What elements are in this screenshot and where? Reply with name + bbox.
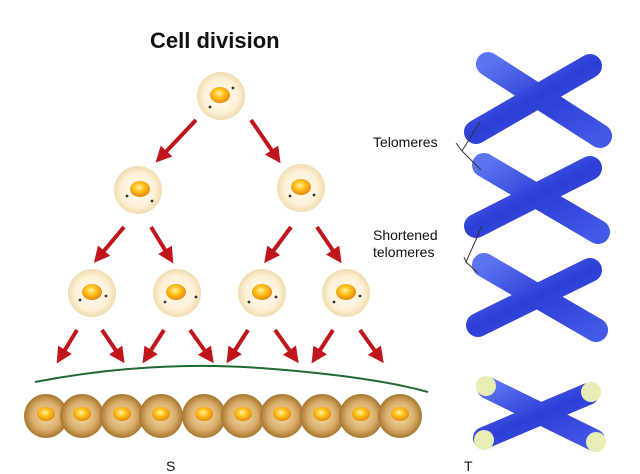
cell-gen1 xyxy=(197,72,245,120)
cutoff-caption-left: S xyxy=(166,458,176,474)
cell-gen3 xyxy=(68,269,116,317)
cell-gen3 xyxy=(153,269,201,317)
shortened-label-line1: Shortened xyxy=(373,227,438,243)
senescent-cell xyxy=(378,394,422,438)
telomere-tip xyxy=(476,376,496,396)
senescent-cell xyxy=(60,394,104,438)
senescent-cell xyxy=(182,394,226,438)
chromosome-2 xyxy=(464,153,610,244)
shortened-telomeres-label: Shortened telomeres xyxy=(373,227,438,261)
senescent-cell xyxy=(24,394,68,438)
senescent-cell xyxy=(100,394,144,438)
arrow xyxy=(315,225,342,264)
senescent-cell xyxy=(339,394,383,438)
telomeres-label: Telomeres xyxy=(373,134,438,150)
chromosome-4 xyxy=(473,376,606,452)
arrow xyxy=(273,328,299,364)
shortened-label-line2: telomeres xyxy=(373,244,435,260)
shortened-leader xyxy=(463,225,483,274)
arrow xyxy=(100,328,125,364)
telomere-tip xyxy=(474,430,494,450)
cell-gen3 xyxy=(238,269,286,317)
telomere-tip xyxy=(586,432,606,452)
arrow xyxy=(264,225,293,264)
arrow xyxy=(149,225,174,264)
cell-gen3 xyxy=(322,269,370,317)
arrow xyxy=(56,328,79,364)
arrow xyxy=(249,118,281,164)
arrow xyxy=(155,118,198,163)
arrow xyxy=(226,328,250,364)
arrow xyxy=(358,328,384,364)
arrow xyxy=(188,328,214,364)
chromosome-3 xyxy=(466,253,608,342)
senescent-cell-row xyxy=(24,394,422,438)
arrow xyxy=(142,328,166,364)
diagram-title: Cell division xyxy=(150,28,280,53)
senescent-cell xyxy=(260,394,304,438)
telomere-tip xyxy=(581,382,601,402)
cell-gen2 xyxy=(277,164,325,212)
arrow xyxy=(311,328,335,364)
senescent-cell xyxy=(300,394,344,438)
senescent-cell xyxy=(221,394,265,438)
aging-curve xyxy=(34,364,429,393)
cell-gen2 xyxy=(114,166,162,214)
senescent-cell xyxy=(139,394,183,438)
telomeres-leader xyxy=(455,121,482,171)
cutoff-caption-right: T xyxy=(464,458,473,474)
arrow xyxy=(93,225,126,263)
chromosome-1 xyxy=(464,52,612,148)
